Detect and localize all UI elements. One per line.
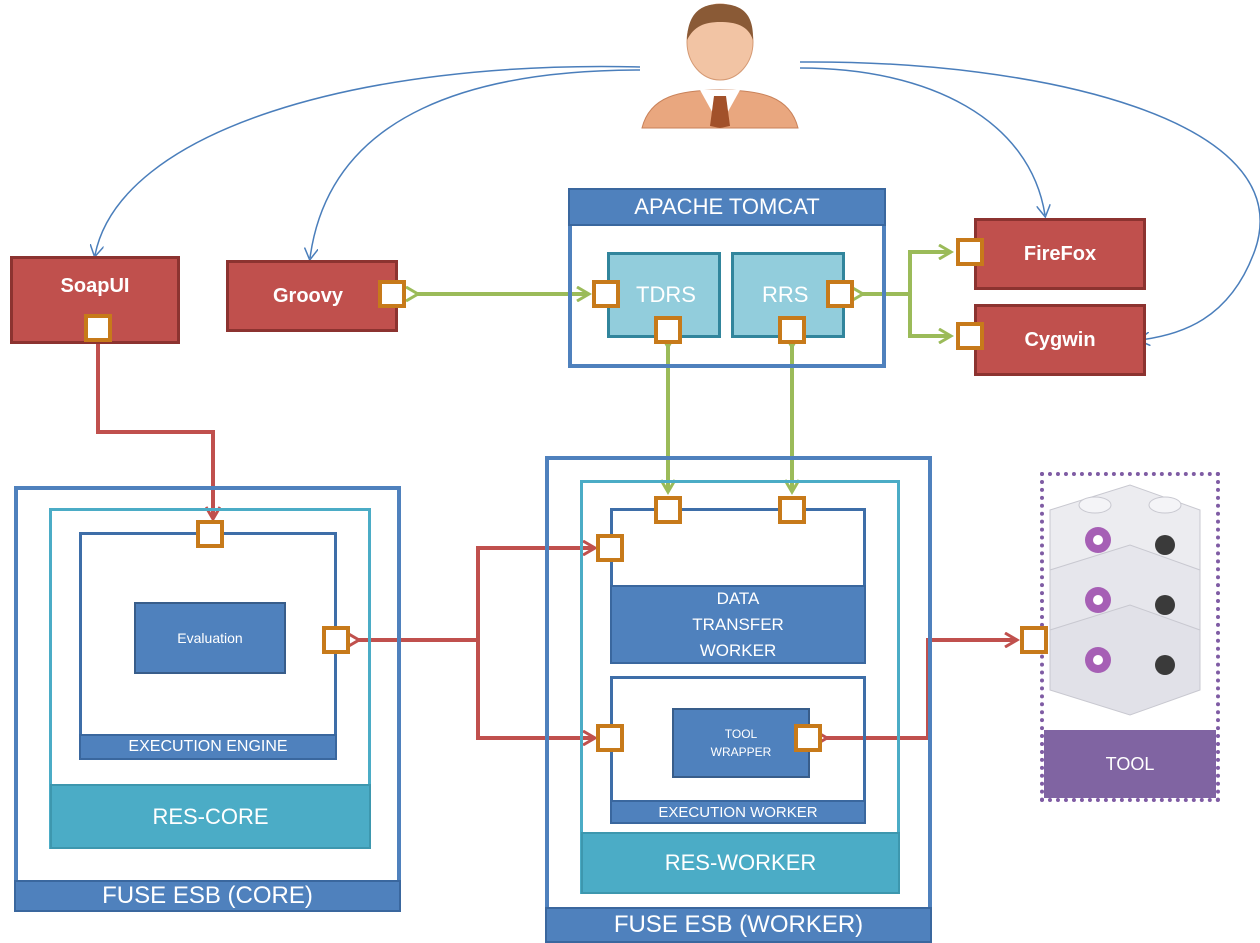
user-to-firefox-arrow bbox=[799, 67, 1045, 215]
fuse-esb-core-label: FUSE ESB (CORE) bbox=[14, 880, 401, 912]
soapui-port bbox=[84, 314, 112, 342]
execution-engine-label: EXECUTION ENGINE bbox=[79, 734, 337, 760]
cygwin-label: Cygwin bbox=[1024, 328, 1096, 351]
firefox-label: FireFox bbox=[1023, 242, 1097, 265]
tool-port bbox=[1020, 626, 1048, 654]
toolwrapper-port bbox=[794, 724, 822, 752]
groovy-box: Groovy bbox=[226, 260, 398, 332]
user-to-soapui-arrow bbox=[95, 65, 641, 255]
user-icon bbox=[641, 3, 799, 129]
tool-stack-icon bbox=[1049, 484, 1201, 716]
user-to-groovy-arrow bbox=[310, 69, 641, 258]
dataworker-port-1 bbox=[654, 496, 682, 524]
tool-wrapper-box: TOOL WRAPPER bbox=[672, 708, 810, 778]
tdrs-left-port bbox=[592, 280, 620, 308]
cygwin-port bbox=[956, 322, 984, 350]
engine-dataworker-link bbox=[358, 548, 594, 640]
tdrs-label: TDRS bbox=[636, 282, 696, 307]
tdrs-bottom-port bbox=[654, 316, 682, 344]
dataworker-port-2 bbox=[778, 496, 806, 524]
engine-execworker-link bbox=[476, 640, 594, 738]
evaluation-box: Evaluation bbox=[134, 602, 286, 674]
execworker-left-port bbox=[596, 724, 624, 752]
apache-tomcat-title: APACHE TOMCAT bbox=[568, 188, 886, 226]
engine-right-port bbox=[322, 626, 350, 654]
data-transfer-worker-label: DATA TRANSFER WORKER bbox=[610, 585, 866, 664]
rrs-firefox-link bbox=[862, 252, 950, 294]
fuse-esb-worker-label: FUSE ESB (WORKER) bbox=[545, 907, 932, 943]
res-worker-label: RES-WORKER bbox=[581, 832, 900, 894]
rrs-bottom-port bbox=[778, 316, 806, 344]
rrs-label: RRS bbox=[762, 282, 809, 307]
execution-worker-label: EXECUTION WORKER bbox=[610, 800, 866, 824]
soapui-label: SoapUI bbox=[60, 274, 130, 297]
soapui-box: SoapUI bbox=[10, 256, 180, 344]
dataworker-left-port bbox=[596, 534, 624, 562]
rrs-cygwin-link bbox=[908, 294, 950, 336]
firefox-port bbox=[956, 238, 984, 266]
rrs-right-port bbox=[826, 280, 854, 308]
tool-label: TOOL bbox=[1044, 730, 1216, 798]
cygwin-box: Cygwin bbox=[974, 304, 1146, 376]
groovy-port bbox=[378, 280, 406, 308]
groovy-label: Groovy bbox=[273, 284, 344, 307]
engine-top-port bbox=[196, 520, 224, 548]
user-to-cygwin-arrow bbox=[799, 61, 1260, 340]
soapui-engine-link bbox=[98, 343, 213, 518]
firefox-box: FireFox bbox=[974, 218, 1146, 290]
res-core-label: RES-CORE bbox=[50, 784, 371, 849]
